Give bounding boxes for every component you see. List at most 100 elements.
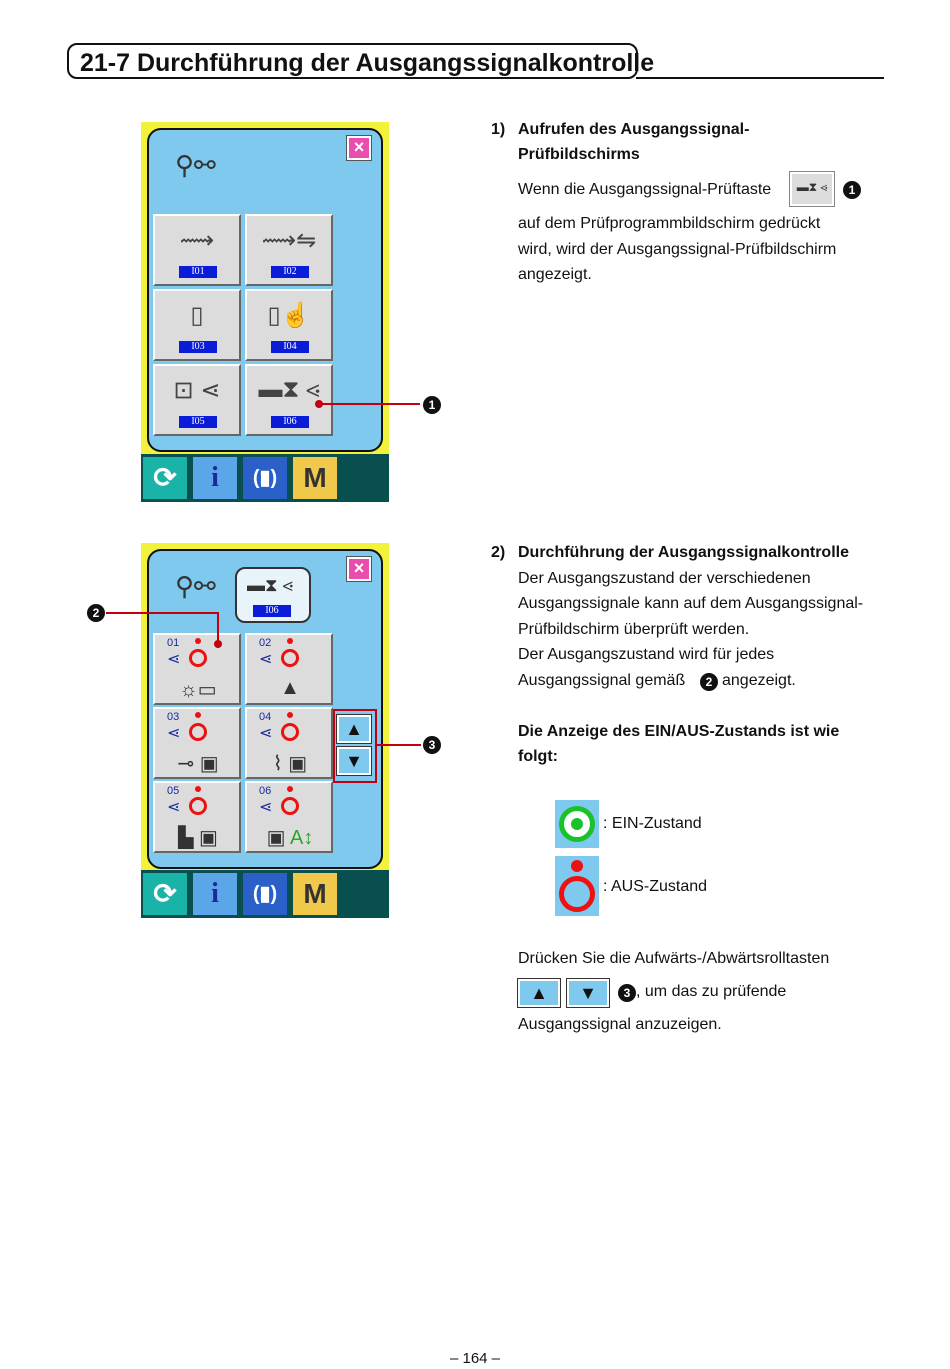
on-state-swatch [555, 800, 599, 848]
signal-arrow-icon: ⋖ [259, 799, 273, 816]
mode-button[interactable]: M [293, 873, 337, 915]
off-state-dot [571, 860, 583, 872]
step1-text-4: angezeigt. [518, 266, 592, 283]
info-icon[interactable]: i [193, 873, 237, 915]
callout-2-vline [217, 612, 219, 642]
output-signal-04[interactable]: 04 ⋖ ⌇ ▣ [245, 707, 333, 779]
selected-check-badge: ▬⧗ ⋖ I06 [235, 567, 311, 623]
output-signal-01[interactable]: 01 ⋖ ☼▭ [153, 633, 241, 705]
scroll-text-2: , um das zu prüfende [636, 983, 787, 1000]
state-note-2: folgt: [518, 748, 558, 765]
signal-number: 03 [167, 711, 180, 723]
state-note-1: Die Anzeige des EIN/AUS-Zustands ist wie [518, 723, 840, 740]
off-dot [195, 638, 201, 644]
buzzer-icon: ▲ [280, 677, 300, 699]
scroll-text-1: Drücken Sie die Aufwärts-/Abwärtsrolltas… [518, 950, 830, 967]
step1-title-2: Prüfbildschirms [518, 146, 640, 163]
output-signal-06[interactable]: 06 ⋖ ▣ A↕ [245, 781, 333, 853]
output-signal-icon: ▬⧗ ⋖ [258, 376, 320, 403]
output-signal-05[interactable]: 05 ⋖ ▙ ▣ [153, 781, 241, 853]
check-tile-i02[interactable]: ⟿⇋ I02 [245, 214, 333, 286]
bottom-bar: ⟳ i (▮) M [141, 870, 389, 918]
off-state-icon [281, 723, 299, 741]
callout-2-dot [214, 640, 222, 648]
check-tile-i03[interactable]: ▯ I03 [153, 289, 241, 361]
communication-icon[interactable]: (▮) [243, 457, 287, 499]
tile-code: I05 [179, 416, 217, 428]
off-dot [287, 786, 293, 792]
step1-title-1: Aufrufen des Ausgangssignal- [518, 121, 750, 138]
heading-rule [636, 77, 884, 79]
maintenance-icon: ⚲⚯ [175, 571, 216, 601]
callout-1-badge: 1 [423, 396, 441, 414]
output-signal-icon: ▬⧗ ⋖ [247, 575, 293, 595]
check-tile-i04[interactable]: ▯☝ I04 [245, 289, 333, 361]
panel-screen: ⚲⚯ × ⟿ I01 ⟿⇋ I02 ▯ I03 ▯☝ I04 ⊡ ⋖ I05 ▬… [147, 128, 383, 452]
signal-number: 04 [259, 711, 272, 723]
callout-2-inline-badge: 2 [700, 673, 718, 691]
lamp-icon: ☼▭ [179, 679, 217, 701]
power-icon[interactable]: ⟳ [143, 457, 187, 499]
output-signal-03[interactable]: 03 ⋖ ⊸ ▣ [153, 707, 241, 779]
off-state-icon [189, 797, 207, 815]
signal-number: 01 [167, 637, 180, 649]
close-button[interactable]: × [346, 556, 372, 582]
callout-2-badge: 2 [87, 604, 105, 622]
scroll-down-button[interactable]: ▼ [336, 746, 372, 776]
step2-title: Durchführung der Ausgangssignalkontrolle [518, 544, 849, 561]
header-code: I06 [253, 605, 291, 617]
signal-arrow-icon: ⋖ [259, 725, 273, 742]
off-state-icon [281, 649, 299, 667]
off-dot [195, 712, 201, 718]
input-signal-icon: ⊡ ⋖ [173, 377, 221, 404]
check-tile-i01[interactable]: ⟿ I01 [153, 214, 241, 286]
signal-arrow-icon: ⋖ [167, 725, 181, 742]
off-state-swatch [555, 856, 599, 916]
step1-text-2: auf dem Prüfprogrammbildschirm gedrückt [518, 215, 821, 232]
check-tile-i05[interactable]: ⊡ ⋖ I05 [153, 364, 241, 436]
scroll-down-inline: ▼ [566, 978, 610, 1008]
check-program-panel: ⚲⚯ × ⟿ I01 ⟿⇋ I02 ▯ I03 ▯☝ I04 ⊡ ⋖ I05 ▬… [141, 122, 389, 502]
callout-3-inline-badge: 3 [618, 984, 636, 1002]
step2-number: 2) [491, 544, 506, 561]
info-icon[interactable]: i [193, 457, 237, 499]
scroll-keys-frame [333, 709, 377, 783]
on-state-icon [559, 806, 595, 842]
bottom-bar: ⟳ i (▮) M [141, 454, 389, 502]
power-icon[interactable]: ⟳ [143, 873, 187, 915]
pedal-signal-icon: ⟿⇋ [261, 227, 317, 254]
output-signal-02[interactable]: 02 ⋖ ▲ [245, 633, 333, 705]
mode-button[interactable]: M [293, 457, 337, 499]
step2-text-4: Der Ausgangszustand wird für jedes [518, 646, 775, 663]
output-signal-check-key-inline: ▬⧗ ⋖ [789, 171, 835, 207]
scroll-text-3: Ausgangssignal anzuzeigen. [518, 1016, 722, 1033]
close-button[interactable]: × [346, 135, 372, 161]
section-heading: 21-7 Durchführung der Ausgangssignalkont… [67, 43, 654, 79]
tile-code: I01 [179, 266, 217, 278]
signal-arrow-icon: ⋖ [167, 799, 181, 816]
communication-icon[interactable]: (▮) [243, 873, 287, 915]
panel-screen: ⚲⚯ ▬⧗ ⋖ I06 × 01 ⋖ ☼▭ 02 ⋖ ▲ 03 ⋖ ⊸ ▣ [147, 549, 383, 869]
off-dot [287, 638, 293, 644]
step1-text-3: wird, wird der Ausgangssignal-Prüfbildsc… [518, 241, 837, 258]
signal-arrow-icon: ⋖ [259, 651, 273, 668]
section-title: 21-7 Durchführung der Ausgangssignalkont… [80, 49, 655, 77]
callout-1-line [320, 403, 420, 405]
scroll-up-button[interactable]: ▲ [336, 714, 372, 744]
off-state-icon [281, 797, 299, 815]
step2-text-3: Prüfbildschirm überprüft werden. [518, 621, 750, 638]
scroll-up-inline: ▲ [517, 978, 561, 1008]
tile-code: I02 [271, 266, 309, 278]
step1-text-1: Wenn die Ausgangssignal-Prüftaste [518, 181, 772, 198]
step2-text-5b: angezeigt. [722, 672, 796, 689]
step2-text-5: Ausgangssignal gemäß [518, 672, 686, 689]
tile-code: I03 [179, 341, 217, 353]
step2-text-2: Ausgangssignale kann auf dem Ausgangssig… [518, 595, 864, 612]
signal-number: 02 [259, 637, 272, 649]
callout-2-line [106, 612, 218, 614]
signal-number: 05 [167, 785, 180, 797]
callout-3-line [377, 744, 421, 746]
page-number: – 164 – [449, 1350, 501, 1367]
on-state-label: : EIN-Zustand [603, 815, 702, 832]
step2-text-1: Der Ausgangszustand der verschiedenen [518, 570, 811, 587]
